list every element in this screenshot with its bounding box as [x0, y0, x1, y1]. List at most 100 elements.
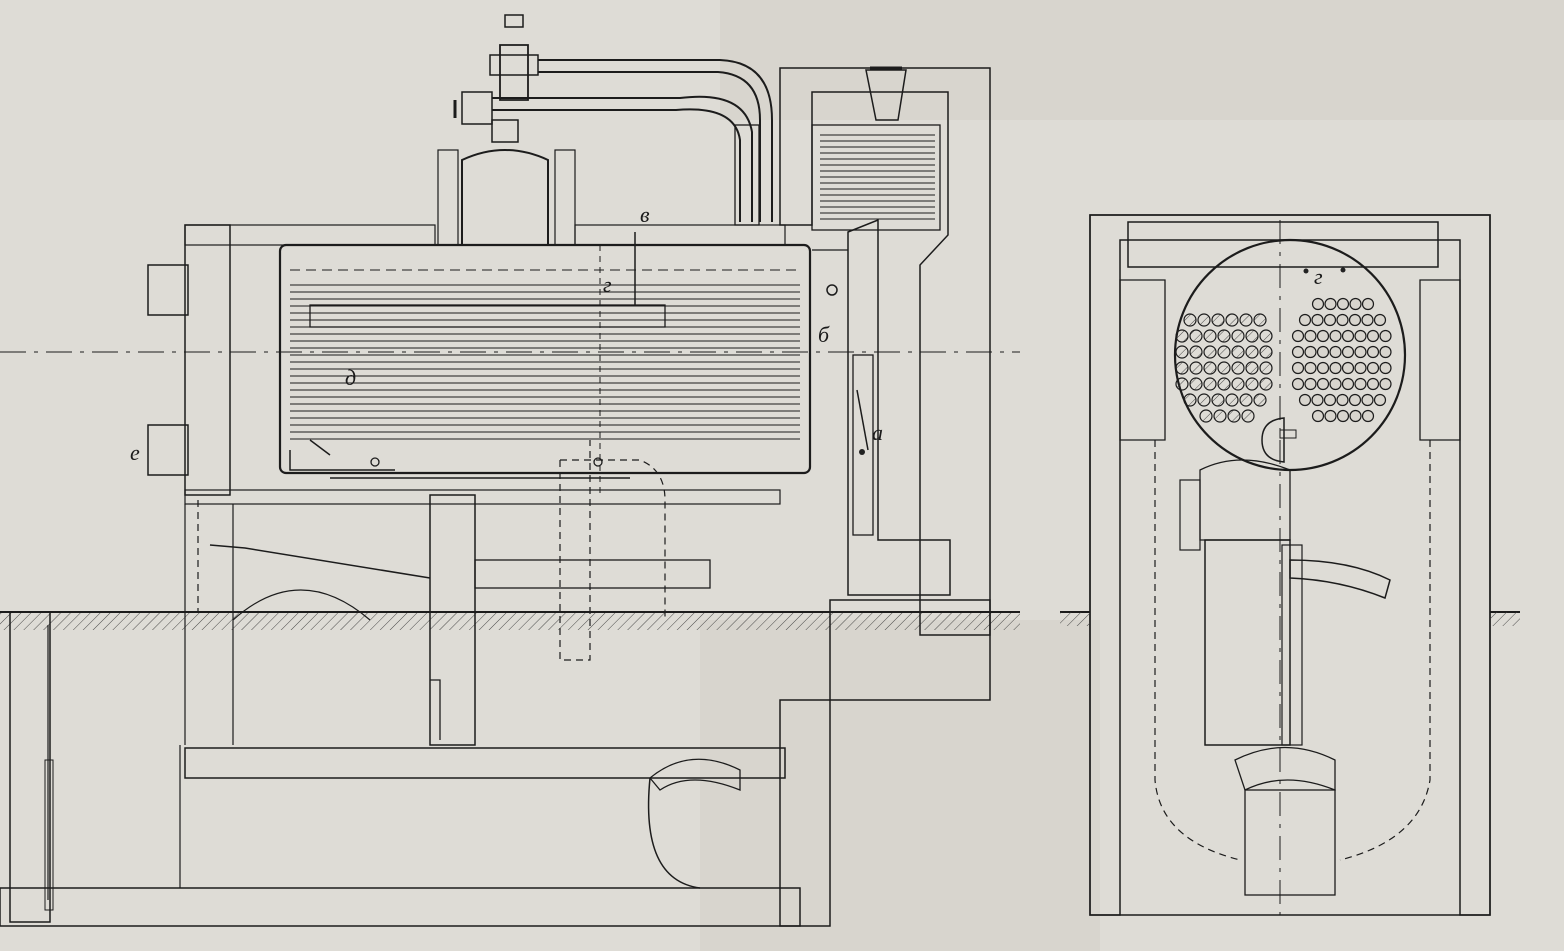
- tube-cross-section: [1316, 361, 1330, 375]
- tube-cross-section: [1291, 361, 1305, 375]
- tube-cross-section: [1316, 329, 1330, 343]
- tube-cross-section: [1225, 313, 1239, 327]
- tube-cross-section: [1341, 361, 1355, 375]
- boiler-shell: [278, 243, 812, 475]
- tube-cross-section: [1259, 329, 1273, 343]
- tube-cross-section: [1199, 409, 1213, 423]
- tube-cross-section: [1354, 361, 1367, 375]
- tube-cross-section: [1379, 361, 1392, 375]
- tube-cross-section: [1241, 409, 1255, 423]
- tube-cross-section: [1324, 297, 1337, 311]
- tube-cross-section: [1348, 313, 1362, 327]
- tube-cross-section: [1225, 393, 1239, 407]
- tube-cross-section: [1203, 329, 1217, 343]
- tube-cross-section: [1291, 345, 1305, 359]
- tube-cross-section: [1349, 409, 1362, 423]
- foundation: [0, 611, 831, 927]
- tube-cross-section: [1213, 409, 1227, 423]
- tube-cross-section: [1298, 313, 1312, 327]
- tube-cross-section: [1217, 329, 1231, 343]
- tube-cross-section: [1304, 361, 1317, 375]
- tube-cross-section: [1259, 377, 1273, 391]
- tube-cross-section: [1175, 329, 1189, 343]
- tube-cross-section: [1379, 329, 1392, 343]
- tube-cross-section: [1311, 393, 1324, 407]
- tube-cross-section: [1231, 345, 1245, 359]
- tube-cross-section: [1349, 297, 1362, 311]
- tube-cross-section: [1211, 313, 1225, 327]
- tube-cross-section: [1311, 409, 1325, 423]
- tube-cross-section: [1231, 329, 1245, 343]
- tube-cross-section: [1245, 377, 1259, 391]
- tube-cross-section: [1336, 409, 1350, 423]
- tube-cross-section: [1366, 361, 1380, 375]
- tube-cross-section: [1217, 345, 1231, 359]
- top-brickwork: [184, 149, 786, 246]
- bridge-wall: [209, 494, 711, 746]
- tube-cross-section: [1329, 345, 1342, 359]
- tube-cross-section: [1373, 393, 1387, 407]
- tube-cross-section: [1183, 313, 1197, 327]
- tube-cross-section: [1189, 345, 1203, 359]
- tube-cross-section: [1304, 345, 1317, 359]
- tube-cross-section: [1245, 329, 1259, 343]
- tube-cross-section: [1227, 409, 1241, 423]
- tube-cross-section: [1311, 297, 1325, 311]
- tube-cross-section: [1203, 345, 1217, 359]
- tube-cross-section: [1211, 393, 1225, 407]
- tube-cross-section: [1354, 377, 1367, 391]
- longitudinal-section: в г б д а е: [0, 14, 1020, 927]
- label-a: а: [872, 420, 883, 445]
- tube-cross-section: [1379, 377, 1392, 391]
- label-e: е: [130, 440, 140, 465]
- tube-cross-section: [1341, 345, 1355, 359]
- tube-cross-section: [1311, 313, 1324, 327]
- tube-cross-section: [1231, 361, 1245, 375]
- tube-cross-section: [1259, 345, 1273, 359]
- tube-cross-section: [1354, 345, 1367, 359]
- tube-cross-section: [1239, 393, 1253, 407]
- tube-cross-section: [1323, 393, 1337, 407]
- tube-cross-section: [1175, 377, 1189, 391]
- background-text-ghost: [700, 0, 1564, 951]
- steam-dome: [461, 119, 549, 246]
- tube-cross-section: [1361, 313, 1374, 327]
- tube-cross-section: [1304, 329, 1317, 343]
- safety-valve: [453, 14, 773, 226]
- tube-cross-section: [1329, 329, 1342, 343]
- tube-cross-section: [1329, 377, 1342, 391]
- tube-cross-section: [1341, 329, 1355, 343]
- tube-cross-section: [1304, 377, 1317, 391]
- tube-cross-section: [1189, 329, 1203, 343]
- tube-cross-section: [1217, 377, 1231, 391]
- tube-cross-section: [1291, 329, 1305, 343]
- tube-cross-section: [1336, 313, 1349, 327]
- tube-cross-section: [1336, 393, 1349, 407]
- blowdown: [289, 439, 630, 479]
- tube-cross-section: [1341, 377, 1355, 391]
- tube-cross-section: [1231, 377, 1245, 391]
- tube-cross-section: [1253, 393, 1267, 407]
- tube-cross-section: [1197, 313, 1211, 327]
- label-d: д: [345, 365, 356, 390]
- tube-cross-section: [1189, 361, 1203, 375]
- tube-cross-section: [1175, 345, 1189, 359]
- tube-cross-section: [1316, 377, 1330, 391]
- tube-cross-section: [1203, 377, 1217, 391]
- tube-cross-section: [1366, 377, 1380, 391]
- tube-cross-section: [1245, 345, 1259, 359]
- transverse-section: г: [1060, 214, 1520, 916]
- tube-cross-section: [1336, 297, 1350, 311]
- label-g: г: [603, 272, 612, 297]
- tube-cross-section: [1361, 297, 1375, 311]
- ground: [0, 611, 1020, 630]
- tube-cross-section: [1348, 393, 1362, 407]
- tube-cross-section: [1329, 361, 1342, 375]
- tube-cross-section: [1291, 377, 1305, 391]
- tube-cross-section: [1203, 361, 1217, 375]
- tube-cross-section: [1259, 361, 1273, 375]
- tube-cross-section: [1298, 393, 1312, 407]
- tube-cross-section: [1197, 393, 1211, 407]
- tube-cross-section: [1324, 409, 1337, 423]
